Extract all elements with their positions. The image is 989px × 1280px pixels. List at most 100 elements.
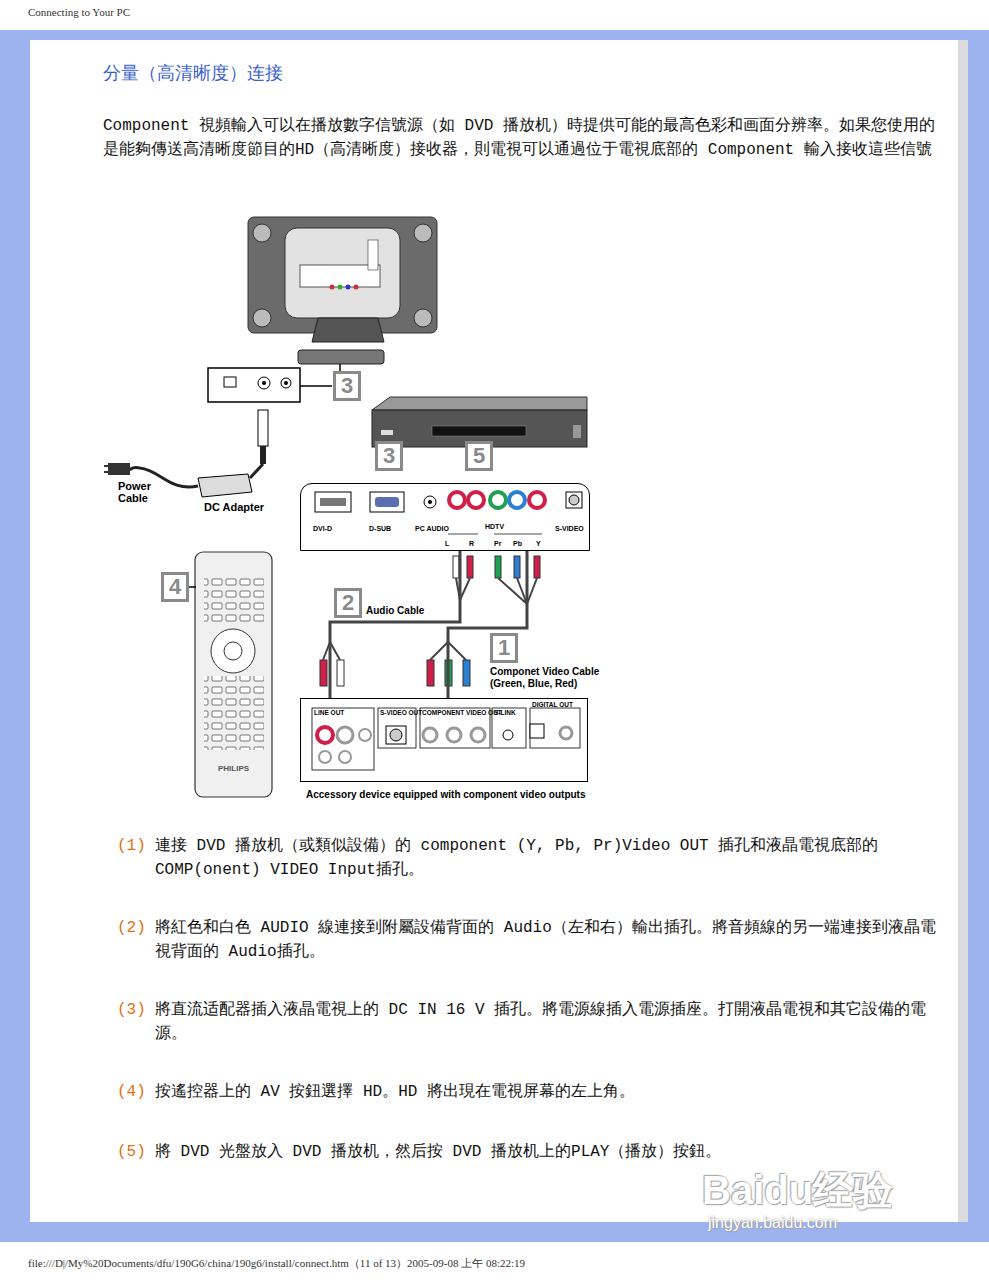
page-frame-part [958, 40, 968, 1222]
step-number: (4) [117, 1080, 146, 1104]
tv-monitor-part [414, 224, 432, 242]
tv-connector-panel-art-part [300, 484, 590, 522]
dc-input-panel-part [262, 381, 266, 385]
tv-monitor-part [338, 285, 343, 290]
dc-adapter-part [260, 446, 266, 464]
jack-label: DIGITAL OUT [532, 701, 573, 709]
jack-label: DVI-D [313, 524, 332, 533]
tv-connector-panel-art-part [490, 492, 506, 508]
tv-monitor-part [368, 240, 378, 270]
dc-adapter-part [104, 465, 110, 467]
tv-connector-panel-art-part [529, 492, 545, 508]
jack-label: HDTV [485, 522, 504, 531]
tv-monitor-part [298, 350, 384, 364]
callout-number: 2 [334, 588, 362, 618]
tv-side-plugs-part [514, 556, 520, 578]
remote-control [188, 552, 272, 797]
brand-label: PHILIPS [218, 764, 249, 774]
jack-label: Pb [513, 539, 522, 548]
dvd-player-part [432, 426, 526, 436]
watermark: jingyan.baidu.com [708, 1214, 837, 1232]
part-label: DC Adapter [204, 500, 264, 514]
dvd-player-part [372, 397, 587, 410]
audio-cable [330, 551, 460, 698]
dvd-player-part [573, 425, 581, 438]
page-frame-part [0, 30, 989, 1242]
page-frame [0, 30, 989, 1242]
tv-side-plugs-part [453, 556, 459, 578]
tv-monitor-part [354, 285, 359, 290]
accessory-jacks-part [312, 708, 374, 770]
device-side-plugs-part [320, 660, 327, 686]
accessory-jacks-part [503, 730, 513, 740]
tv-connector-panel-art-part [315, 492, 351, 512]
remote-control-part [211, 629, 255, 673]
page-title: 分量（高清晰度）连接 [103, 61, 283, 85]
step-number: (3) [117, 998, 146, 1022]
tv-monitor-part [414, 309, 432, 327]
step-text: 按遙控器上的 AV 按鈕選擇 HD。HD 將出現在電視屏幕的左上角。 [155, 1080, 945, 1104]
tv-monitor-part [253, 224, 271, 242]
remote-control-part [204, 576, 264, 626]
tv-side-plugs-part [467, 556, 473, 578]
accessory-jacks [312, 708, 580, 770]
remote-control-part [204, 676, 264, 750]
callout-number: 5 [465, 441, 493, 471]
tv-connector-panel-art-part [448, 534, 478, 535]
accessory-jacks-part [319, 751, 331, 763]
step-text: 連接 DVD 播放机（或類似設備）的 component (Y, Pb, Pr)… [155, 834, 945, 882]
step-number: (2) [117, 916, 146, 940]
dc-input-panel-part [208, 368, 300, 402]
step-number: (1) [117, 834, 146, 858]
tv-connector-panel-art-part [424, 496, 436, 508]
remote-control-part [224, 642, 242, 660]
intro-paragraph: Component 視頻輸入可以在播放數字信號源（如 DVD 播放机）時提供可能… [103, 114, 948, 162]
device-side-plugs-part [463, 660, 470, 686]
tv-connector-panel-art-part [569, 495, 579, 505]
dvd-player-part [381, 430, 393, 435]
dc-input-panel-part [284, 381, 288, 385]
tv-connector-panel: DVI-DD-SUBPC AUDIOHDTVS-VIDEOLRPrPbY [300, 483, 590, 551]
accessory-jacks-part [317, 727, 333, 743]
tv-connector-panel-art-part [468, 492, 484, 508]
step-text: 將紅色和白色 AUDIO 線連接到附屬設備背面的 Audio（左和右）輸出插孔。… [155, 916, 945, 964]
part-label: Componet Video Cable (Green, Blue, Red) [490, 666, 618, 690]
accessory-jacks-part [359, 729, 371, 741]
jack-label: S-LINK [494, 709, 516, 717]
tv-monitor-part [253, 309, 271, 327]
accessory-jacks-part [471, 728, 485, 742]
jack-label: COMPONENT VIDEO OUT [422, 709, 502, 717]
device-side-plugs-part [427, 660, 434, 686]
accessory-jacks-part [390, 729, 402, 741]
accessory-jacks-part [423, 728, 437, 742]
tv-monitor-part [312, 318, 384, 342]
tv-connector-panel-art-part [375, 497, 399, 507]
tv-monitor-part [346, 285, 351, 290]
dc-input-panel-part [281, 378, 291, 388]
page-header: Connecting to Your PC [28, 5, 130, 19]
remote-control-part [188, 586, 196, 588]
step-text: 將直流适配器插入液晶電視上的 DC IN 16 V 插孔。將電源線插入電源插座。… [155, 998, 945, 1046]
accessory-jacks-part [386, 726, 406, 744]
tv-side-plugs-part [456, 578, 470, 600]
jack-label: S-VIDEO [555, 524, 584, 533]
dc-adapter-part [198, 474, 252, 497]
dc-input-panel-part [300, 385, 332, 387]
accessory-jacks-part [530, 708, 580, 748]
callout-number: 4 [161, 572, 189, 602]
jack-label: L [445, 539, 449, 548]
device-caption: Accessory device equipped with component… [306, 788, 586, 801]
tv-connector-panel-art-part [494, 534, 542, 535]
part-label: Power Cable [118, 480, 162, 504]
jack-label: LINE OUT [314, 709, 344, 717]
dc-adapter-part [104, 471, 110, 473]
accessory-jacks-part [530, 724, 544, 738]
tv-monitor-part [248, 217, 437, 333]
dc-input-panel-part [258, 377, 270, 389]
tv-side-plugs-part [498, 578, 537, 604]
tv-monitor-part [330, 285, 335, 290]
dc-adapter-part [258, 410, 268, 446]
dc-adapter-part [250, 464, 263, 478]
jack-label: Pr [494, 539, 501, 548]
